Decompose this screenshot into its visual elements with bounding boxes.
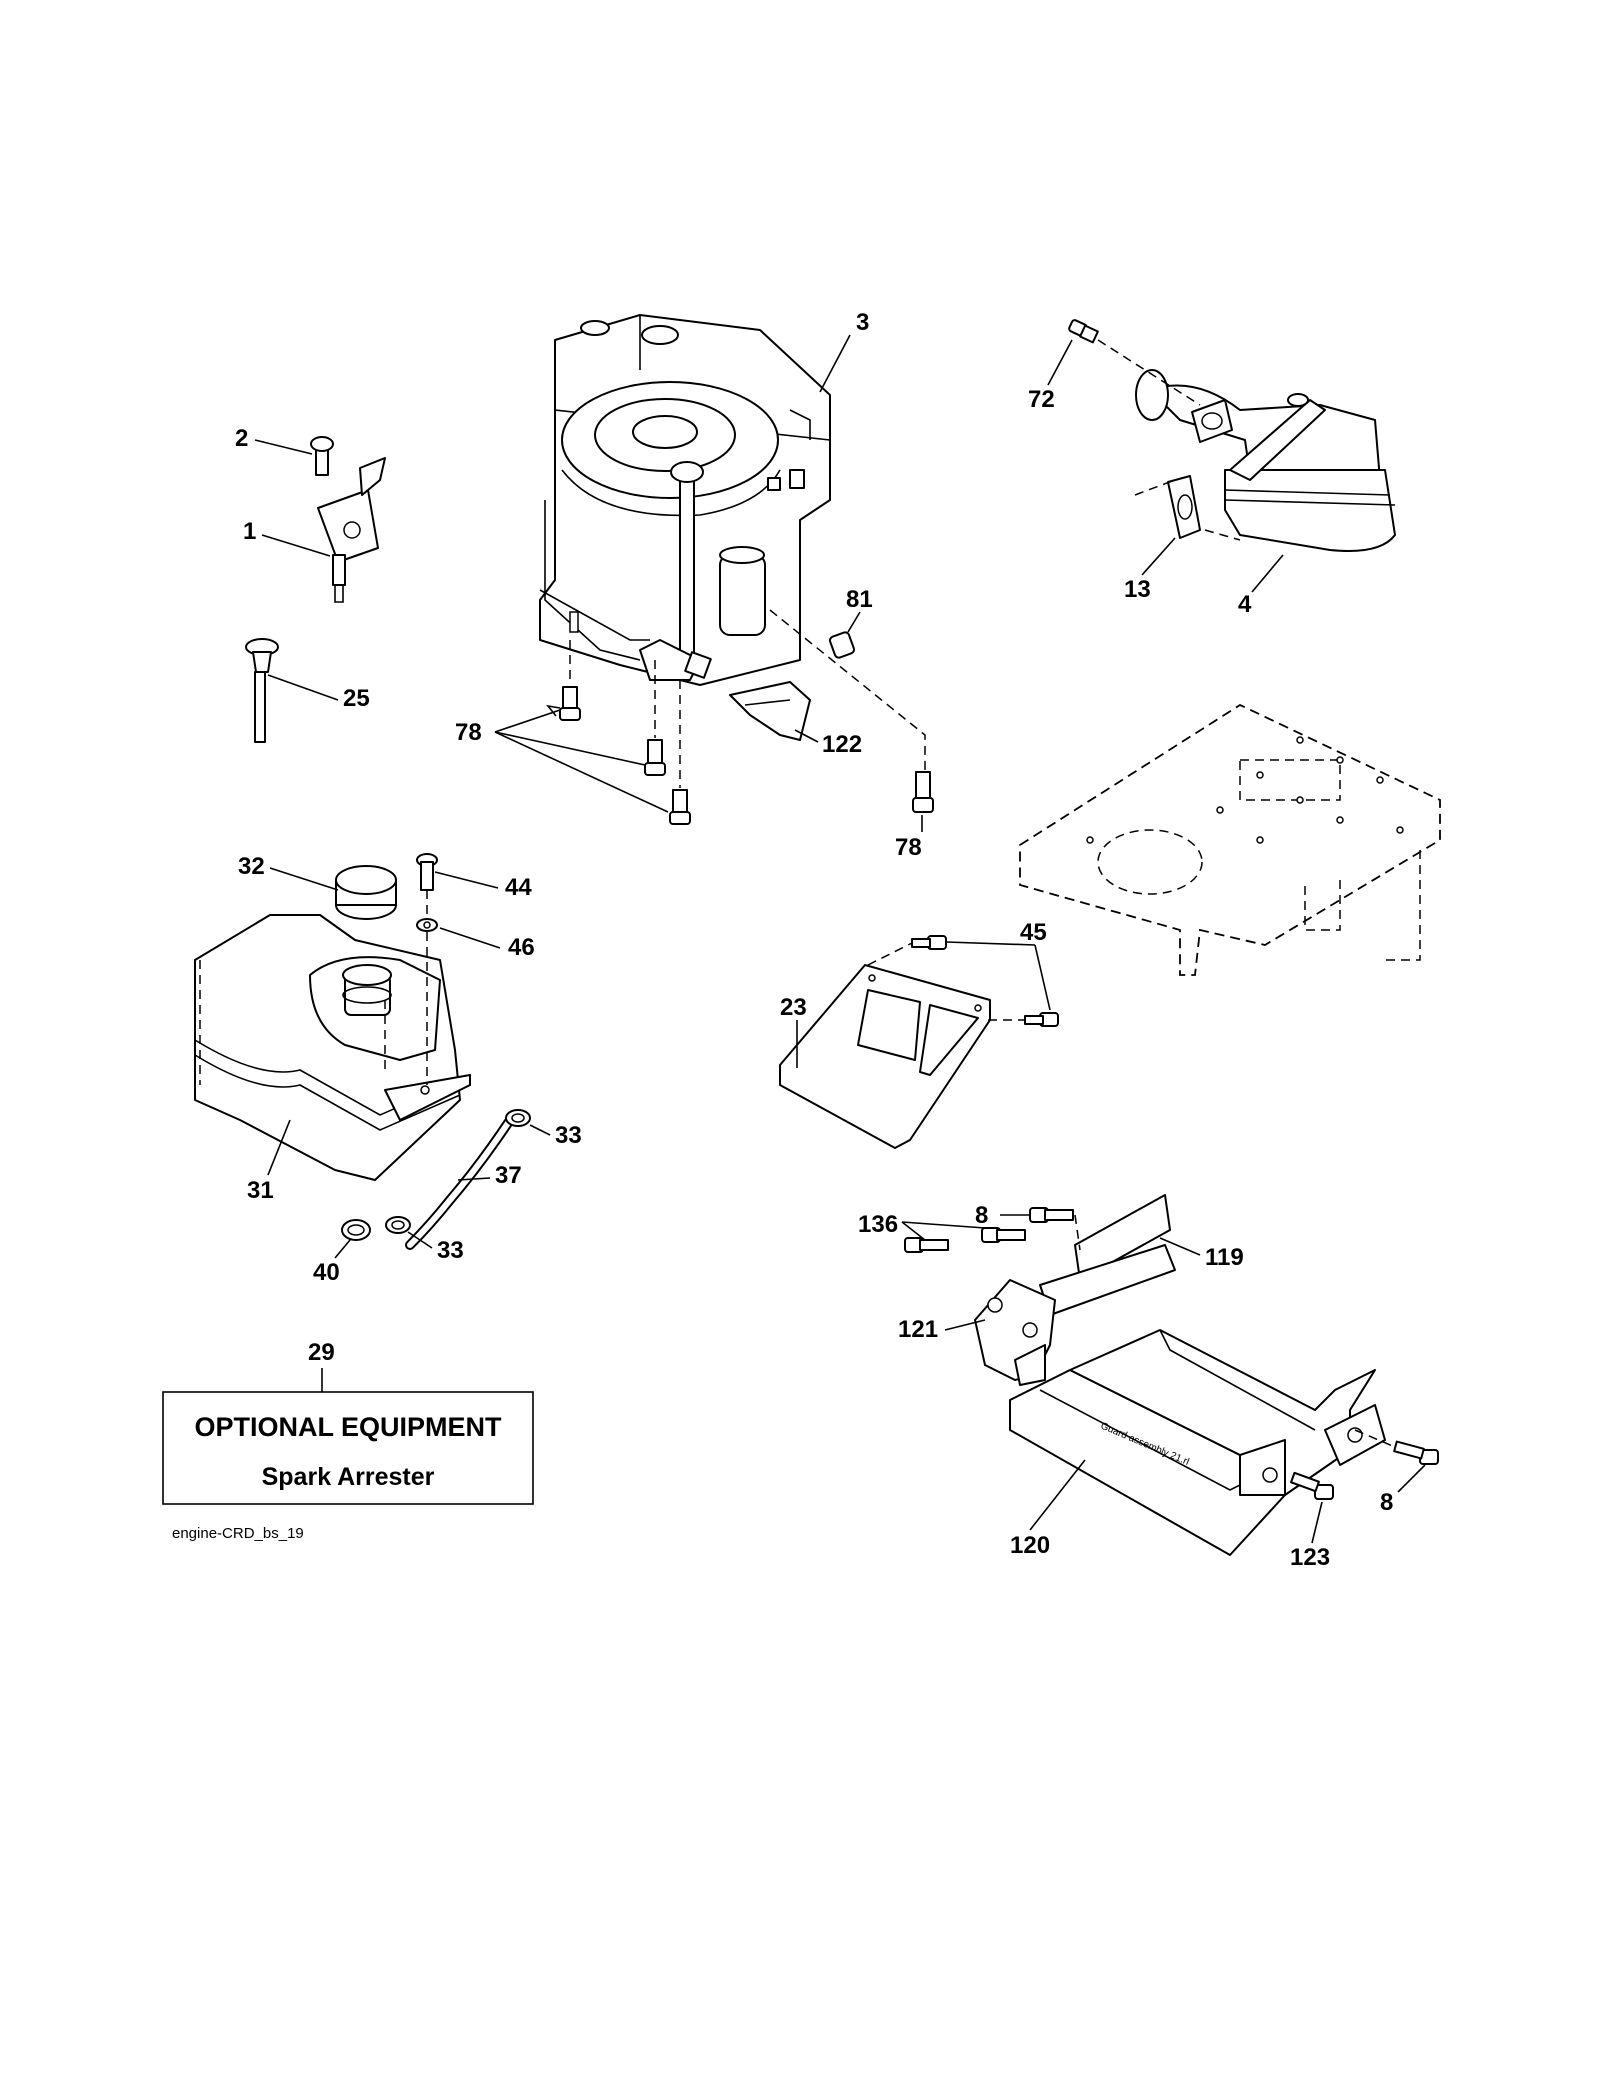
callout-120: 120 — [1010, 1532, 1050, 1559]
callout-1: 1 — [243, 518, 256, 545]
screw-part-2 — [310, 436, 334, 476]
callout-3: 3 — [856, 309, 869, 336]
callout-136: 136 — [858, 1211, 898, 1238]
callout-81: 81 — [846, 586, 873, 613]
flange-gasket — [1191, 399, 1233, 443]
nut-part-81 — [828, 631, 856, 659]
bracket-part-121 — [974, 1279, 1056, 1386]
callout-13: 13 — [1124, 576, 1151, 603]
bracket-part-122 — [729, 681, 811, 741]
callout-78b: 78 — [895, 834, 922, 861]
callout-4: 4 — [1238, 591, 1252, 618]
muffler-part-4 — [1135, 369, 1396, 552]
gasket-part-13 — [1167, 475, 1201, 539]
callout-119: 119 — [1205, 1244, 1244, 1271]
bolt-part-72 — [1068, 319, 1099, 344]
bolt-part-78b — [912, 771, 934, 813]
optional-equipment-title: OPTIONAL EQUIPMENT — [194, 1412, 502, 1442]
callout-121: 121 — [898, 1316, 938, 1343]
bolt-part-8a — [1029, 1207, 1074, 1223]
callout-37: 37 — [495, 1162, 522, 1189]
optional-equipment-box — [162, 1391, 534, 1505]
bolt-part-45 — [911, 935, 1059, 1027]
screw-part-44 — [416, 853, 438, 891]
bolt-part-8b — [1393, 1440, 1439, 1465]
callout-33a: 33 — [555, 1122, 582, 1149]
callout-123: 123 — [1290, 1544, 1330, 1571]
callout-46: 46 — [508, 934, 535, 961]
callout-23: 23 — [780, 994, 807, 1021]
frame-phantom — [1019, 703, 1441, 976]
callout-32: 32 — [238, 853, 265, 880]
heat-shield-part-23 — [779, 964, 991, 1149]
callout-78a: 78 — [455, 719, 482, 746]
knob-part-25 — [245, 638, 279, 743]
callout-72: 72 — [1028, 386, 1055, 413]
bolt-part-136 — [904, 1227, 1026, 1253]
callout-25: 25 — [343, 685, 370, 712]
throttle-control-part-1 — [317, 457, 386, 603]
callout-8b: 8 — [1380, 1489, 1393, 1516]
fuel-cap-top — [335, 865, 397, 895]
callout-2: 2 — [235, 425, 248, 452]
callout-8a: 8 — [975, 1202, 988, 1229]
callout-45: 45 — [1020, 919, 1047, 946]
fuel-line-inner — [407, 1117, 513, 1248]
callout-122: 122 — [822, 731, 862, 758]
bolt-part-123 — [1290, 1471, 1334, 1500]
callout-33b: 33 — [437, 1237, 464, 1264]
callout-44: 44 — [505, 874, 532, 901]
guard-part-120: Guard assembly 21.rl — [1009, 1329, 1386, 1556]
callout-31: 31 — [247, 1177, 274, 1204]
engine-part-3 — [539, 314, 831, 686]
fuel-tank-part-31 — [194, 914, 471, 1181]
callout-29: 29 — [308, 1339, 335, 1366]
bolt-part-78a — [559, 686, 691, 825]
callout-40: 40 — [313, 1259, 340, 1286]
spark-arrester-label: Spark Arrester — [262, 1463, 435, 1491]
diagram-code: engine-CRD_bs_19 — [172, 1525, 304, 1542]
